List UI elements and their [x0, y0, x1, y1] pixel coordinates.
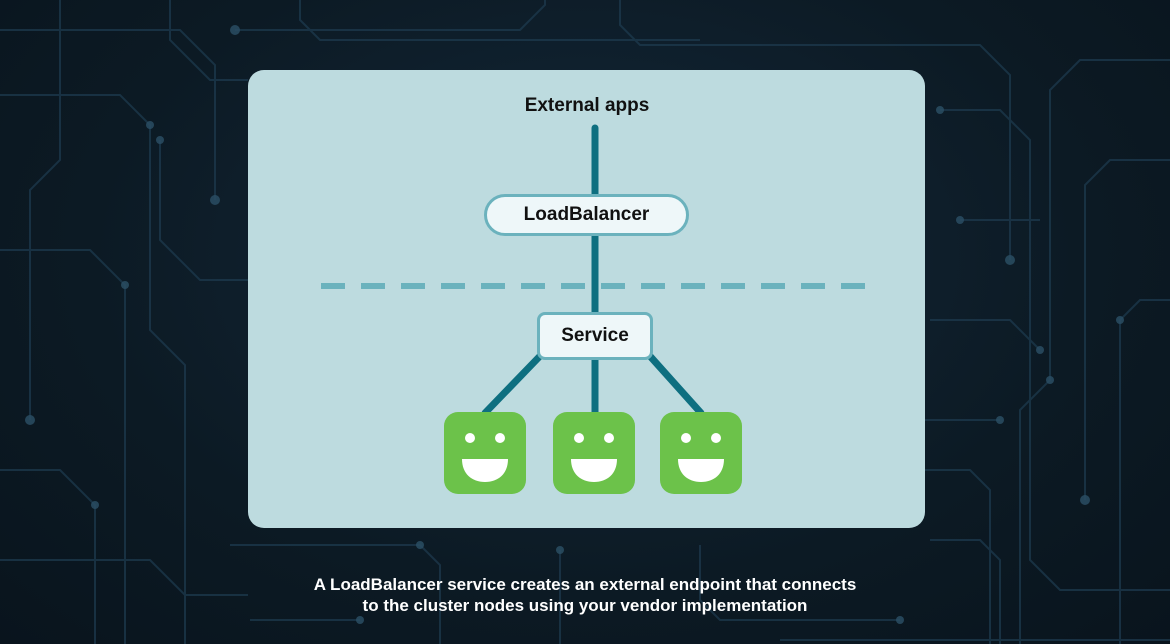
- service-label: Service: [561, 325, 629, 346]
- loadbalancer-box: LoadBalancer: [484, 194, 689, 236]
- external-apps-label: External apps: [524, 95, 650, 116]
- connector-service-to-node-1: [481, 351, 545, 417]
- smiley-node-icon: [444, 412, 526, 494]
- smiley-node-icon: [553, 412, 635, 494]
- connector-service-to-node-3: [645, 351, 705, 417]
- service-box: Service: [537, 312, 653, 360]
- loadbalancer-label: LoadBalancer: [523, 204, 650, 225]
- diagram-panel: External apps LoadBalancer Service: [248, 70, 925, 528]
- smiley-node-icon: [660, 412, 742, 494]
- caption-line-2: to the cluster nodes using your vendor i…: [362, 596, 808, 615]
- caption-line-1: A LoadBalancer service creates an extern…: [313, 575, 857, 594]
- caption: A LoadBalancer service creates an extern…: [185, 574, 985, 616]
- diagram-connectors: [321, 124, 870, 417]
